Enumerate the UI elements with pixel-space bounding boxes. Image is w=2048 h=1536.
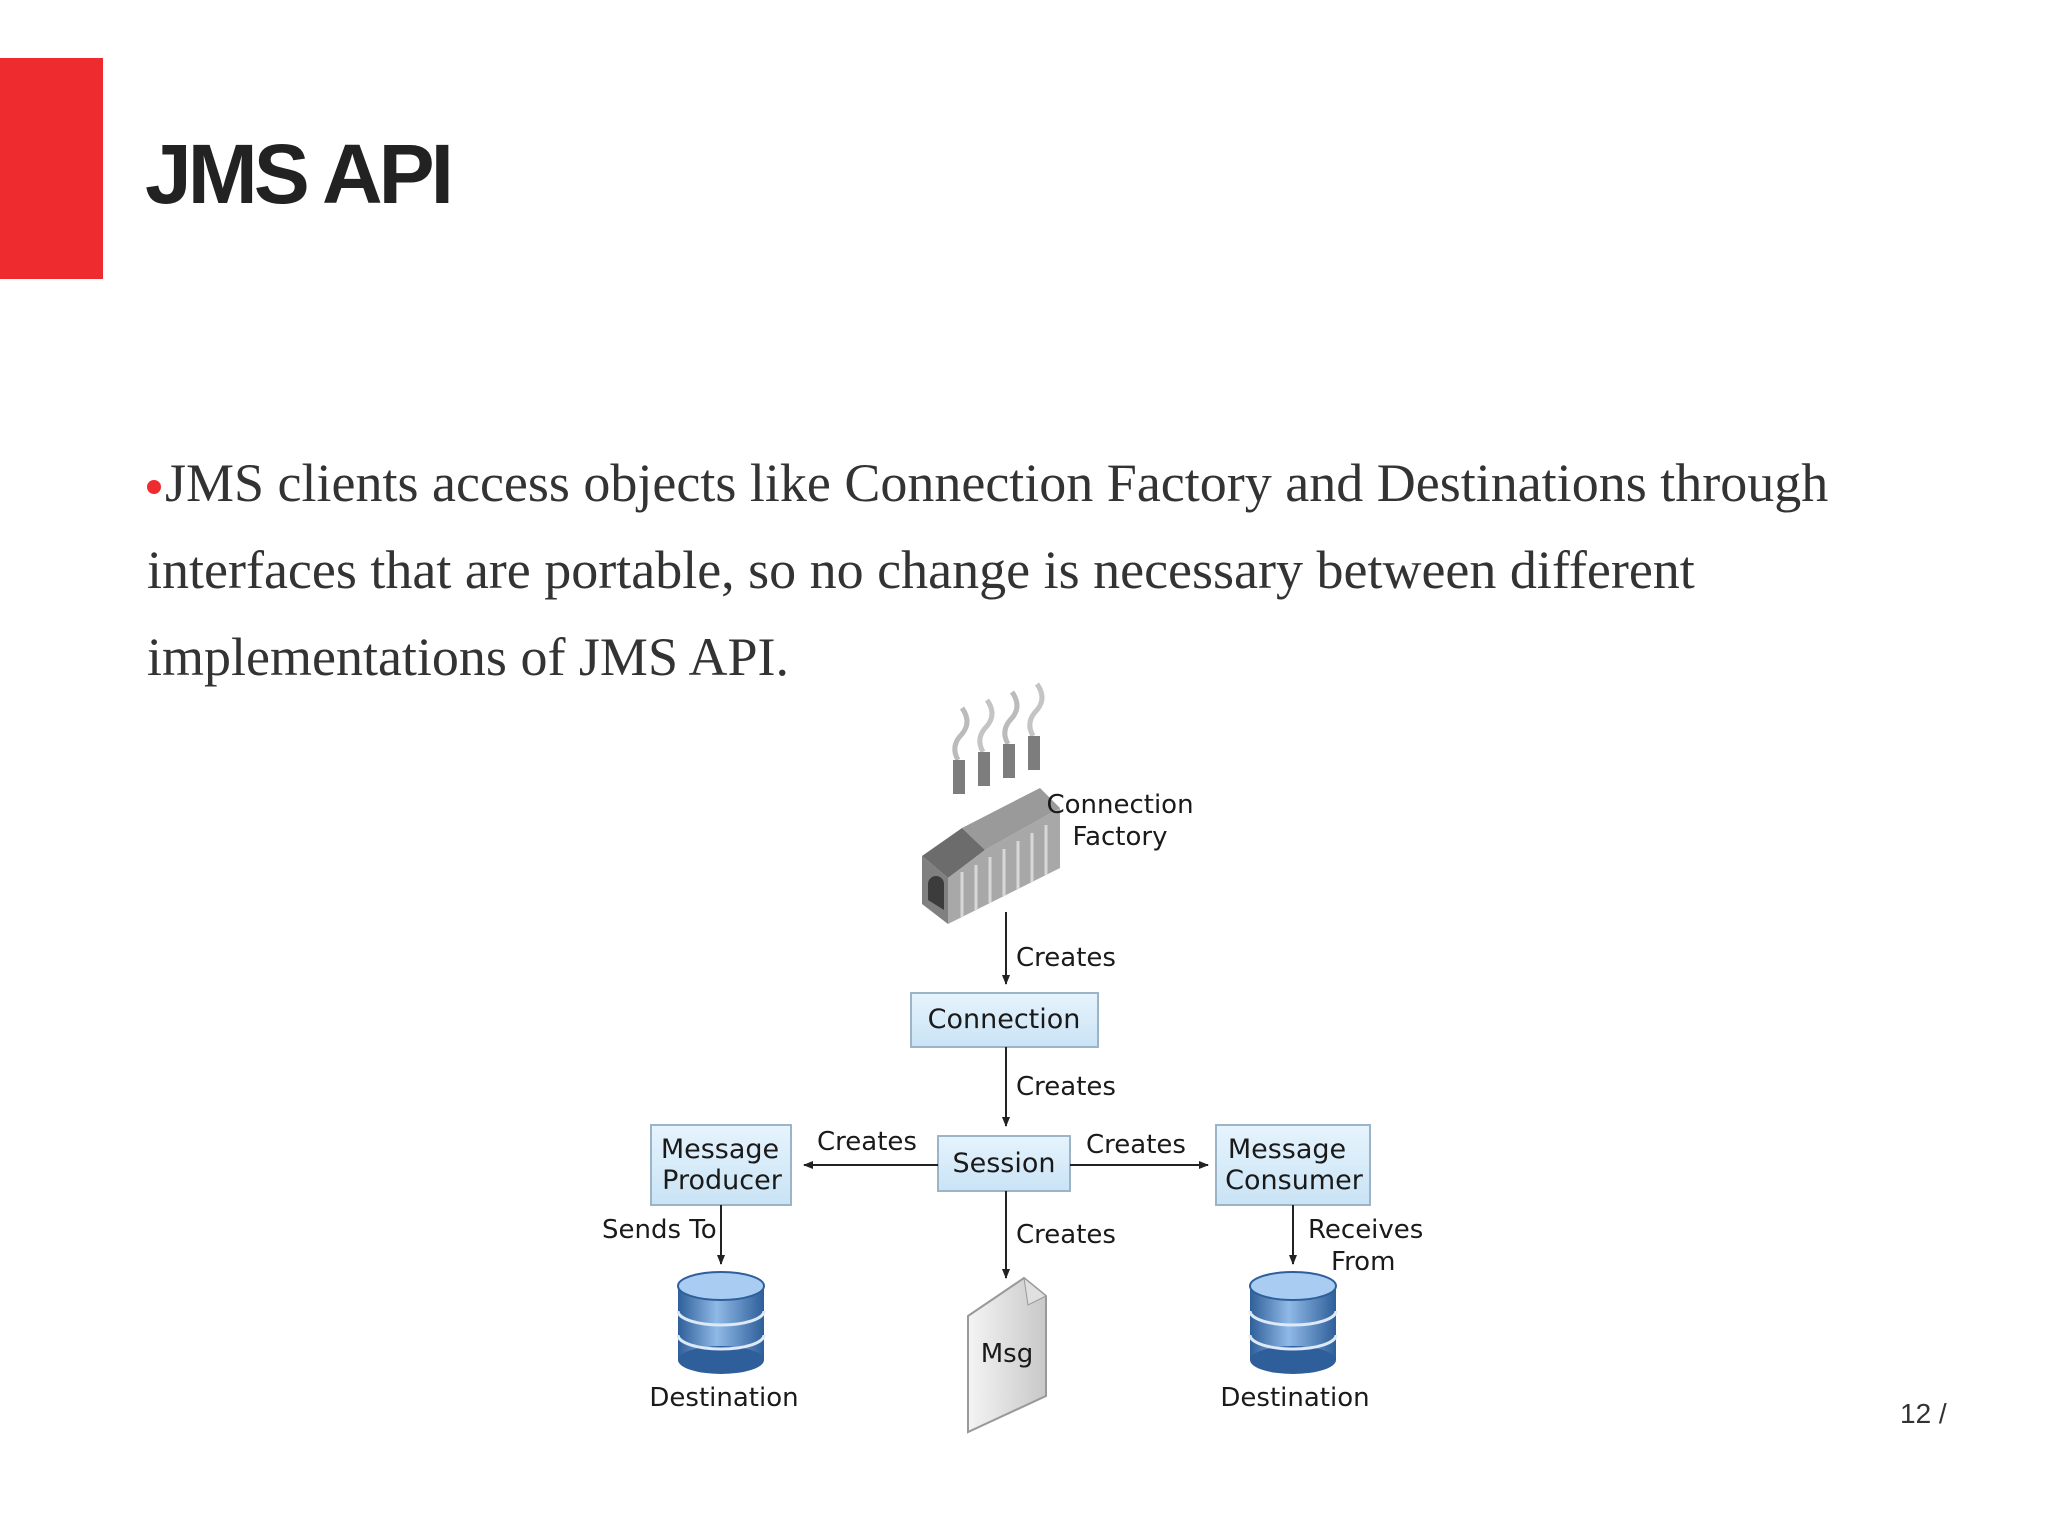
producer-label-line2: Producer — [662, 1165, 783, 1196]
accent-bar — [0, 58, 103, 279]
slide-title: JMS API — [145, 127, 454, 221]
database-icon — [1248, 1271, 1338, 1374]
connection-label: Connection — [928, 1004, 1081, 1035]
bullet-dot — [147, 479, 161, 494]
factory-label-line1: Connection — [1046, 790, 1193, 820]
destination-right-label: Destination — [1220, 1383, 1369, 1413]
page-number: 12 / — [1900, 1398, 1947, 1429]
edge-label-creates: Creates — [817, 1127, 917, 1157]
factory-icon — [922, 682, 1060, 924]
document-icon — [967, 1276, 1047, 1434]
consumer-label-line1: Message — [1228, 1134, 1346, 1165]
edge-label-creates: Creates — [1016, 1072, 1116, 1102]
msg-label: Msg — [981, 1339, 1033, 1369]
database-icon — [676, 1271, 766, 1374]
destination-left-label: Destination — [649, 1383, 798, 1413]
message-consumer-box — [1215, 1124, 1371, 1206]
edge-label-creates: Creates — [1086, 1130, 1186, 1160]
session-label: Session — [952, 1148, 1055, 1179]
edge-label-from: From — [1331, 1247, 1395, 1277]
bullet-item: JMS clients access objects like Connecti… — [147, 440, 1907, 701]
edge-label-sends-to: Sends To — [602, 1215, 717, 1245]
consumer-label-line2: Consumer — [1225, 1165, 1364, 1196]
edge-label-receives: Receives — [1308, 1215, 1423, 1245]
edge-label-creates: Creates — [1016, 943, 1116, 973]
connection-box — [910, 992, 1099, 1048]
bullet-text: JMS clients access objects like Connecti… — [147, 453, 1829, 687]
session-box — [937, 1135, 1071, 1192]
factory-label-line2: Factory — [1073, 822, 1168, 852]
producer-label-line1: Message — [661, 1134, 779, 1165]
edge-label-creates: Creates — [1016, 1220, 1116, 1250]
